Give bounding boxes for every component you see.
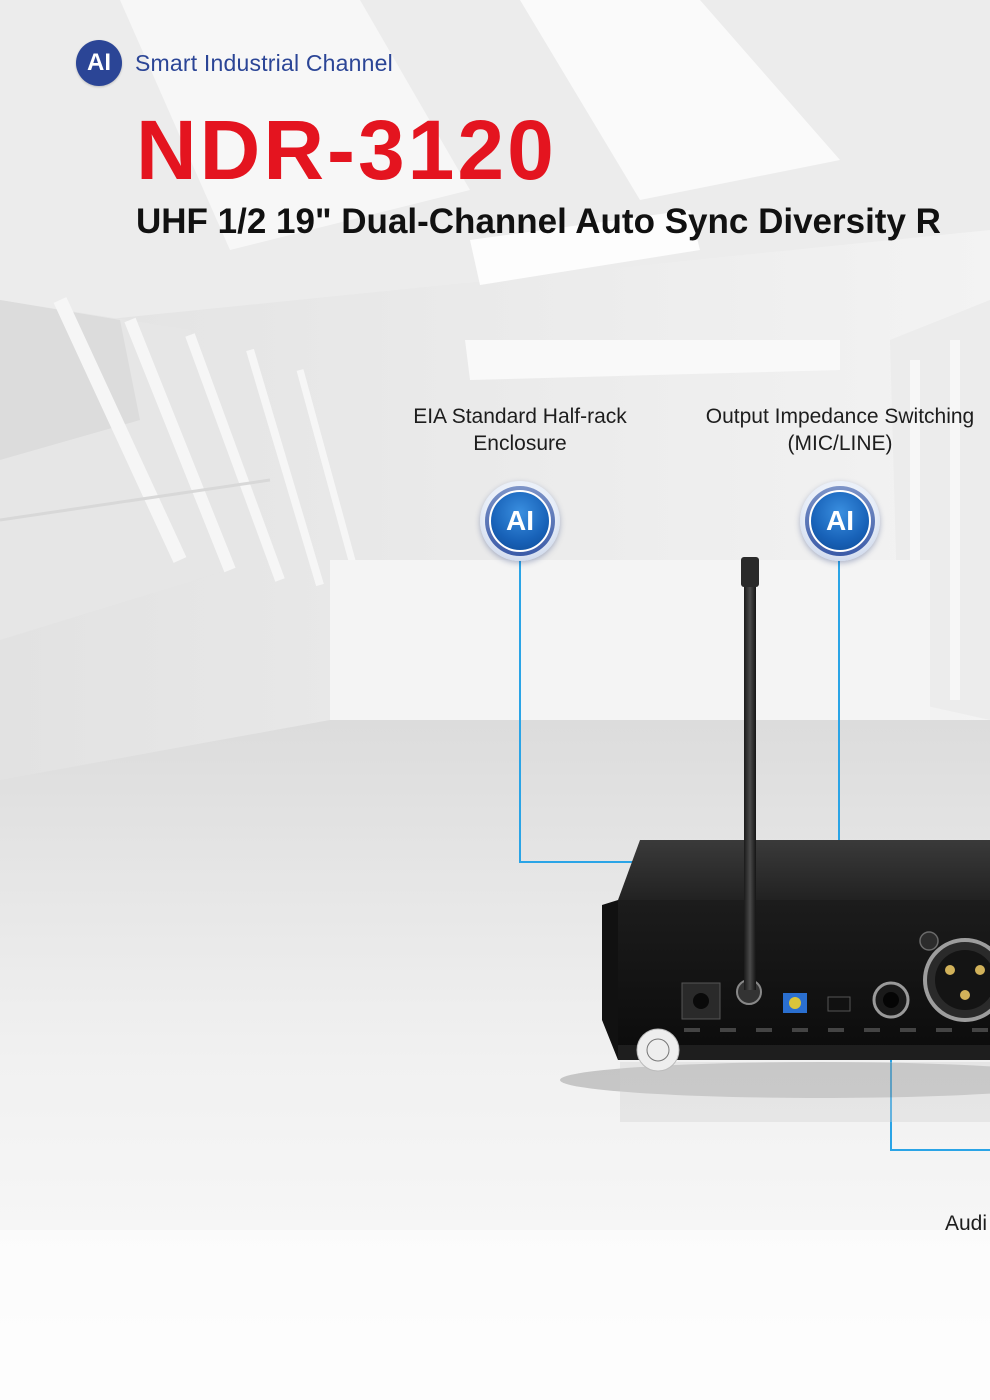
brand-name: Smart Industrial Channel <box>135 49 393 76</box>
callout-label-enclosure: EIA Standard Half-rack Enclosure <box>390 403 650 457</box>
badge-text: AI <box>489 490 551 552</box>
callout-label-line: Output Impedance Switching <box>705 405 975 428</box>
model-title: NDR-3120 <box>136 103 557 197</box>
badge-text: AI <box>809 490 871 552</box>
callout-label-line: (MIC/LINE) <box>787 432 893 455</box>
ai-badge-icon: AI <box>480 481 560 561</box>
callout-label-line: EIA Standard Half-rack <box>413 405 627 428</box>
brand-header: AI Smart Industrial Channel <box>76 40 393 86</box>
ai-badge-icon: AI <box>800 481 880 561</box>
callout-label-audio: Audi <box>945 1212 988 1235</box>
ai-logo-icon: AI <box>76 40 122 86</box>
product-subtitle: UHF 1/2 19" Dual-Channel Auto Sync Diver… <box>136 202 941 241</box>
callout-label-line: Enclosure <box>473 432 567 455</box>
wireless-receiver-device <box>560 557 990 1122</box>
callout-label-impedance: Output Impedance Switching (MIC/LINE) <box>690 403 990 457</box>
